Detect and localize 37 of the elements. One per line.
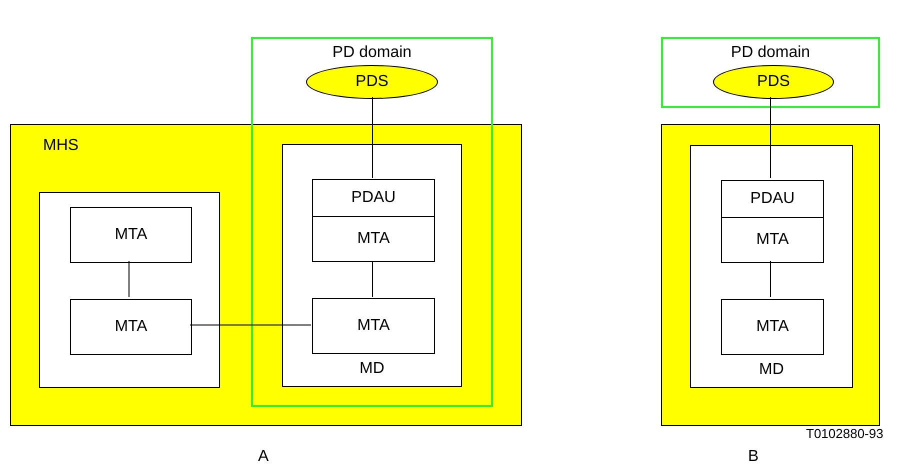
container-box bbox=[690, 145, 853, 388]
node-label: PDS bbox=[356, 73, 388, 91]
figure-code: T0102880-93 bbox=[806, 426, 884, 441]
node-label: MD bbox=[360, 360, 384, 378]
node-label: PDAU bbox=[351, 189, 396, 207]
node-label: PD domain bbox=[332, 44, 412, 62]
process-box bbox=[721, 299, 824, 355]
node-label: MTA bbox=[114, 226, 148, 244]
panel-label: A bbox=[258, 448, 269, 466]
node-label: MTA bbox=[357, 317, 390, 335]
node-label: MTA bbox=[357, 230, 390, 248]
connector-line bbox=[128, 260, 130, 298]
container-box bbox=[661, 124, 880, 426]
panel-label: B bbox=[748, 448, 759, 466]
node-label: PDAU bbox=[750, 190, 795, 208]
connector-line bbox=[770, 96, 771, 178]
process-box bbox=[70, 207, 192, 263]
node-label: PDS bbox=[757, 73, 790, 91]
node-label: MTA bbox=[114, 318, 148, 336]
process-box bbox=[312, 298, 435, 354]
connector-line bbox=[770, 260, 771, 298]
connector-line bbox=[372, 96, 373, 178]
container-box bbox=[282, 144, 462, 387]
process-box bbox=[312, 179, 435, 217]
node-label: PD domain bbox=[730, 44, 810, 62]
node-label: MD bbox=[759, 361, 784, 379]
connector-line bbox=[190, 324, 312, 326]
node-label: MTA bbox=[756, 231, 789, 249]
process-box bbox=[721, 217, 824, 263]
domain-frame bbox=[661, 37, 880, 108]
container-box bbox=[39, 192, 220, 388]
node-label: MTA bbox=[756, 318, 789, 336]
process-box bbox=[721, 180, 824, 218]
connector-line bbox=[372, 260, 373, 298]
process-box bbox=[312, 216, 435, 262]
node-label: MHS bbox=[43, 137, 79, 155]
process-box bbox=[70, 299, 192, 355]
